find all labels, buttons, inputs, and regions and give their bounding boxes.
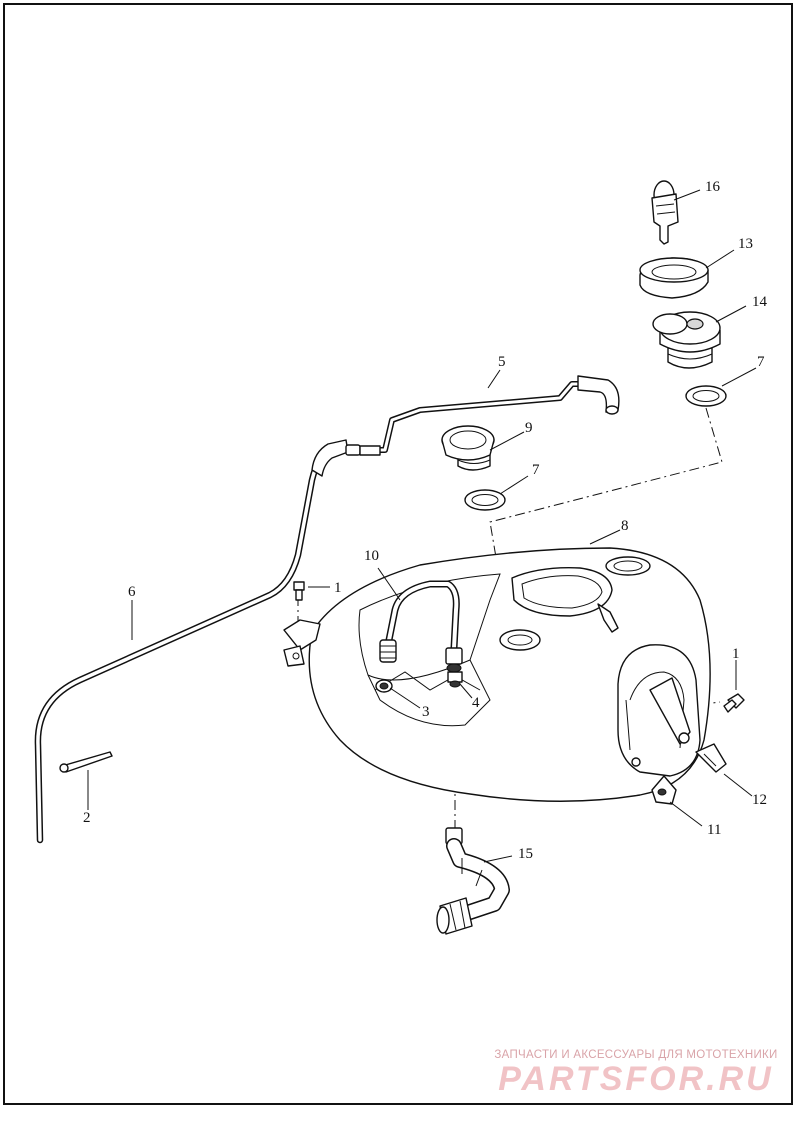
part-3-fitting xyxy=(375,679,393,693)
callout-9: 9 xyxy=(525,420,533,436)
callout-5: 5 xyxy=(498,354,506,370)
callout-14: 14 xyxy=(752,294,768,310)
callout-7-upper: 7 xyxy=(757,354,765,370)
callouts: 1 1 2 3 4 5 6 7 7 8 9 10 11 12 13 14 15 … xyxy=(83,179,768,862)
part-7-gasket-lower xyxy=(464,489,506,511)
part-1-screw-right xyxy=(723,693,745,713)
part-16-key xyxy=(651,180,679,245)
watermark-tagline: ЗАПЧАСТИ И АКСЕССУАРЫ ДЛЯ МОТОТЕХНИКИ xyxy=(494,1049,778,1061)
watermark-logo: PARTSFOR.RU xyxy=(498,1060,774,1098)
part-9-filler-neck xyxy=(441,425,495,471)
part-11-grommet xyxy=(651,775,677,805)
callout-4: 4 xyxy=(472,695,480,711)
part-2-cotter-pin xyxy=(59,751,113,773)
part-10-crossover-hose xyxy=(379,580,463,673)
part-4-fitting xyxy=(447,671,463,688)
callout-7-lower: 7 xyxy=(532,462,540,478)
callout-15: 15 xyxy=(518,846,533,862)
part-8-fuel-tank xyxy=(308,547,711,802)
callout-6: 6 xyxy=(128,584,136,600)
callout-16: 16 xyxy=(705,179,721,195)
watermark: ЗАПЧАСТИ И АКСЕССУАРЫ ДЛЯ МОТОТЕХНИКИ PA… xyxy=(486,1049,786,1097)
diagram-frame xyxy=(3,3,793,1105)
part-5-vent-tube xyxy=(345,375,620,456)
callout-10: 10 xyxy=(364,548,379,564)
part-1-screw-left xyxy=(283,581,321,667)
callout-3: 3 xyxy=(422,704,430,720)
part-7-gasket-upper xyxy=(685,385,727,407)
callout-1-left: 1 xyxy=(334,580,342,596)
part-14-fuel-cap xyxy=(652,311,721,369)
callout-2: 2 xyxy=(83,810,91,826)
part-15-fuel-hose xyxy=(436,827,510,935)
callout-13: 13 xyxy=(738,236,753,252)
part-12-clip xyxy=(695,743,727,773)
part-13-cap-bezel xyxy=(639,257,709,299)
callout-11: 11 xyxy=(707,822,721,838)
leader-lines xyxy=(87,189,757,863)
callout-12: 12 xyxy=(752,792,767,808)
part-6-vent-tube xyxy=(34,439,349,844)
callout-1-right: 1 xyxy=(732,646,740,662)
callout-8: 8 xyxy=(621,518,629,534)
